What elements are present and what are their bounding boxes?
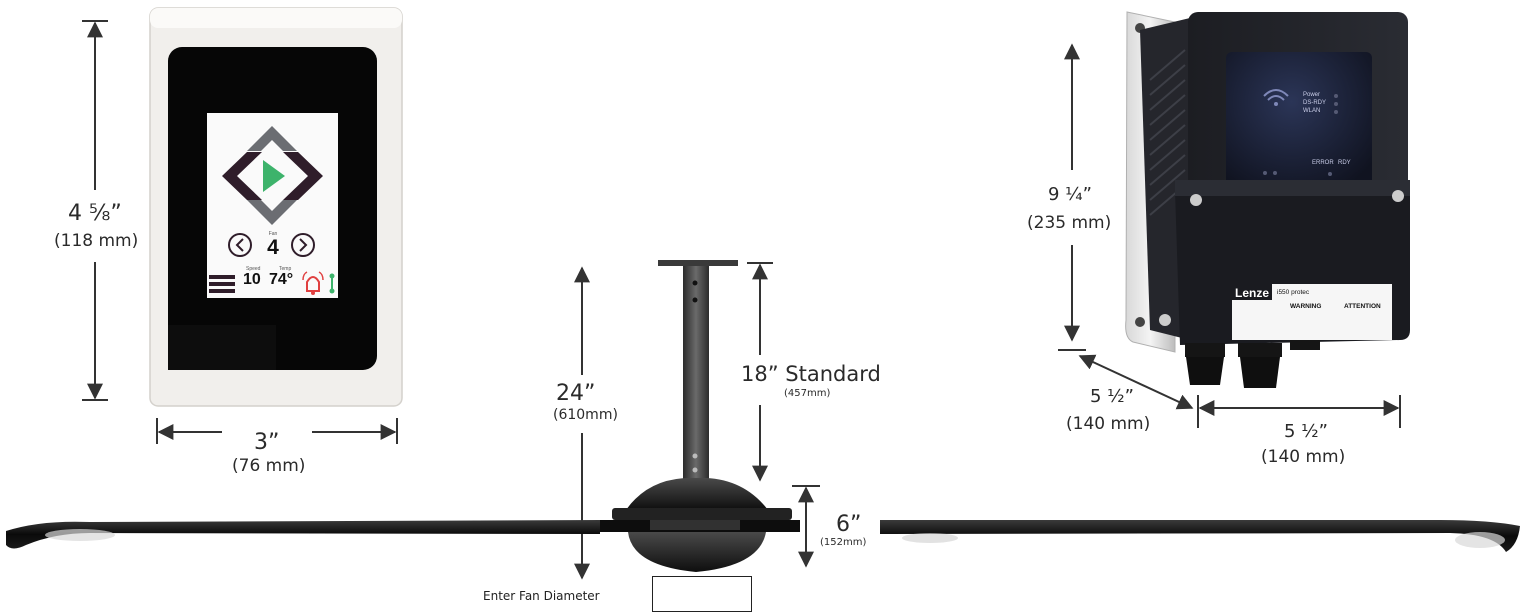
thermostat-height-mm: (118 mm)	[54, 231, 139, 251]
ceiling-fan	[6, 260, 1520, 572]
controller-height-dimension	[1058, 43, 1086, 351]
chevron-up-icon	[247, 126, 297, 151]
chevron-down-icon	[247, 200, 297, 225]
wifi-icon	[1263, 89, 1289, 106]
speed-value: 10	[243, 271, 261, 288]
motor-height-dimension	[792, 485, 820, 568]
motor-height-label: 6”	[836, 512, 862, 537]
motor-height-mm: (152mm)	[820, 537, 867, 548]
speed-label: Speed	[246, 266, 261, 272]
led-label-power: Power	[1303, 92, 1321, 98]
status-label-rdy: RDY	[1338, 160, 1351, 166]
led-label-ds-rdy: DS-RDY	[1303, 100, 1327, 106]
temp-value: 74°	[269, 271, 294, 288]
controller-depth-dimension	[1078, 354, 1194, 410]
thermostat-height-label: 4 ⅝”	[68, 201, 122, 226]
fan-drop-mm: (610mm)	[553, 407, 618, 423]
model-label: i550 protec	[1277, 289, 1310, 296]
play-icon	[263, 160, 285, 192]
connection-icon	[329, 273, 335, 294]
alarm-bell-icon	[302, 271, 324, 295]
attention-label: ATTENTION	[1344, 303, 1381, 310]
thermostat-width-mm: (76 mm)	[232, 456, 306, 476]
controller-height-label: 9 ¼”	[1048, 184, 1092, 205]
controller-width-label: 5 ½”	[1284, 421, 1328, 442]
thermostat-width-dimension	[156, 418, 398, 444]
thermostat-device	[149, 7, 403, 407]
downrod-dimension	[747, 262, 773, 482]
brand-logo: Lenze	[1235, 286, 1270, 300]
fan-diameter-label: Enter Fan Diameter	[483, 589, 600, 603]
warning-label: WARNING	[1290, 303, 1322, 310]
decrease-icon	[228, 233, 252, 257]
fan-diameter-input[interactable]	[652, 576, 752, 612]
thermostat-height-dimension	[82, 20, 108, 401]
controller-height-mm: (235 mm)	[1027, 213, 1112, 233]
fan-level-value: 4	[267, 236, 279, 259]
controller-depth-mm: (140 mm)	[1066, 414, 1151, 434]
controller-depth-label: 5 ½”	[1090, 386, 1134, 407]
motor-controller	[1125, 11, 1410, 388]
fan-drop-label: 24”	[556, 381, 596, 406]
chevron-left-icon	[222, 152, 262, 200]
menu-icon	[209, 275, 235, 293]
downrod-mm: (457mm)	[784, 388, 831, 399]
increase-icon	[291, 233, 315, 257]
temp-label: Temp	[279, 266, 292, 272]
status-label-error: ERROR	[1312, 160, 1334, 166]
chevron-right-icon	[283, 152, 323, 200]
controller-width-dimension	[1197, 395, 1401, 428]
fan-level-label: Fan	[268, 231, 278, 237]
downrod-label: 18” Standard	[741, 362, 881, 386]
led-label-wlan: WLAN	[1303, 108, 1321, 114]
controller-width-mm: (140 mm)	[1261, 447, 1346, 467]
thermostat-width-label: 3”	[254, 430, 280, 455]
